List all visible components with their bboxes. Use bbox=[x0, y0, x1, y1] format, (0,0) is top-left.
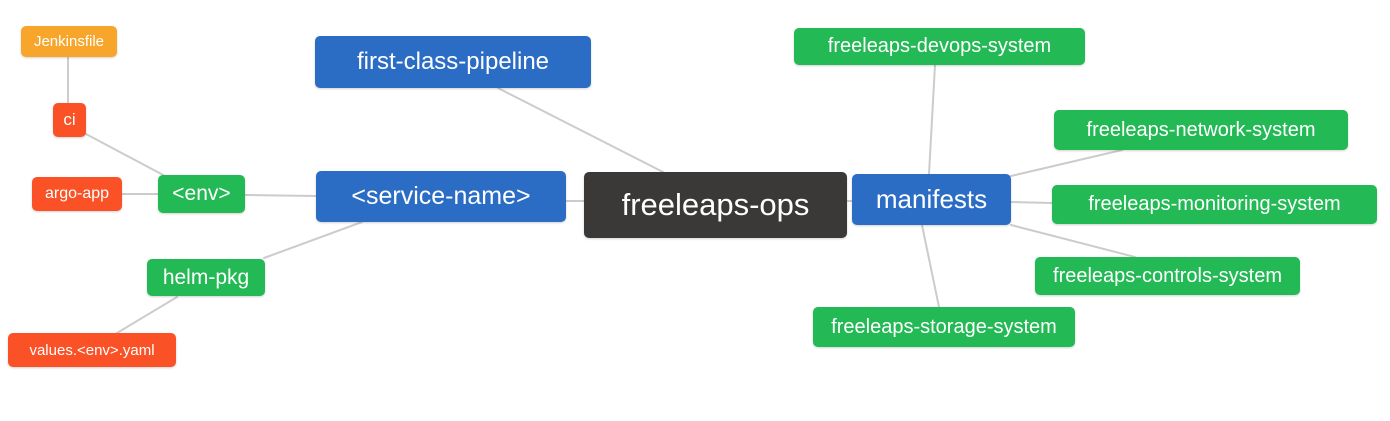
node-argo-app[interactable]: argo-app bbox=[32, 177, 122, 211]
node-ci[interactable]: ci bbox=[53, 103, 86, 137]
edge-ci-env bbox=[85, 133, 166, 177]
node-freeleaps-monitoring-system[interactable]: freeleaps-monitoring-system bbox=[1052, 185, 1377, 224]
edge-manifests-network bbox=[1010, 149, 1123, 177]
edge-manifests-monitoring bbox=[1010, 201, 1053, 204]
node-freeleaps-controls-system[interactable]: freeleaps-controls-system bbox=[1035, 257, 1300, 295]
node-env[interactable]: <env> bbox=[158, 175, 245, 213]
edge-values-helm-pkg bbox=[116, 296, 178, 334]
edge-helm-pkg-service-name bbox=[263, 221, 363, 259]
node-freeleaps-network-system[interactable]: freeleaps-network-system bbox=[1054, 110, 1348, 150]
node-values-env-yaml[interactable]: values.<env>.yaml bbox=[8, 333, 176, 367]
edge-manifests-controls bbox=[1010, 224, 1136, 258]
edge-manifests-devops bbox=[928, 64, 936, 175]
node-manifests[interactable]: manifests bbox=[852, 174, 1011, 225]
node-freeleaps-ops[interactable]: freeleaps-ops bbox=[584, 172, 847, 238]
node-service-name[interactable]: <service-name> bbox=[316, 171, 566, 222]
edge-fcp-freeleaps-ops bbox=[497, 87, 664, 173]
node-freeleaps-devops-system[interactable]: freeleaps-devops-system bbox=[794, 28, 1085, 65]
node-first-class-pipeline[interactable]: first-class-pipeline bbox=[315, 36, 591, 88]
node-freeleaps-storage-system[interactable]: freeleaps-storage-system bbox=[813, 307, 1075, 347]
node-helm-pkg[interactable]: helm-pkg bbox=[147, 259, 265, 296]
node-jenkinsfile[interactable]: Jenkinsfile bbox=[21, 26, 117, 57]
edge-manifests-storage bbox=[921, 224, 940, 308]
edge-env-service-name bbox=[244, 194, 317, 197]
